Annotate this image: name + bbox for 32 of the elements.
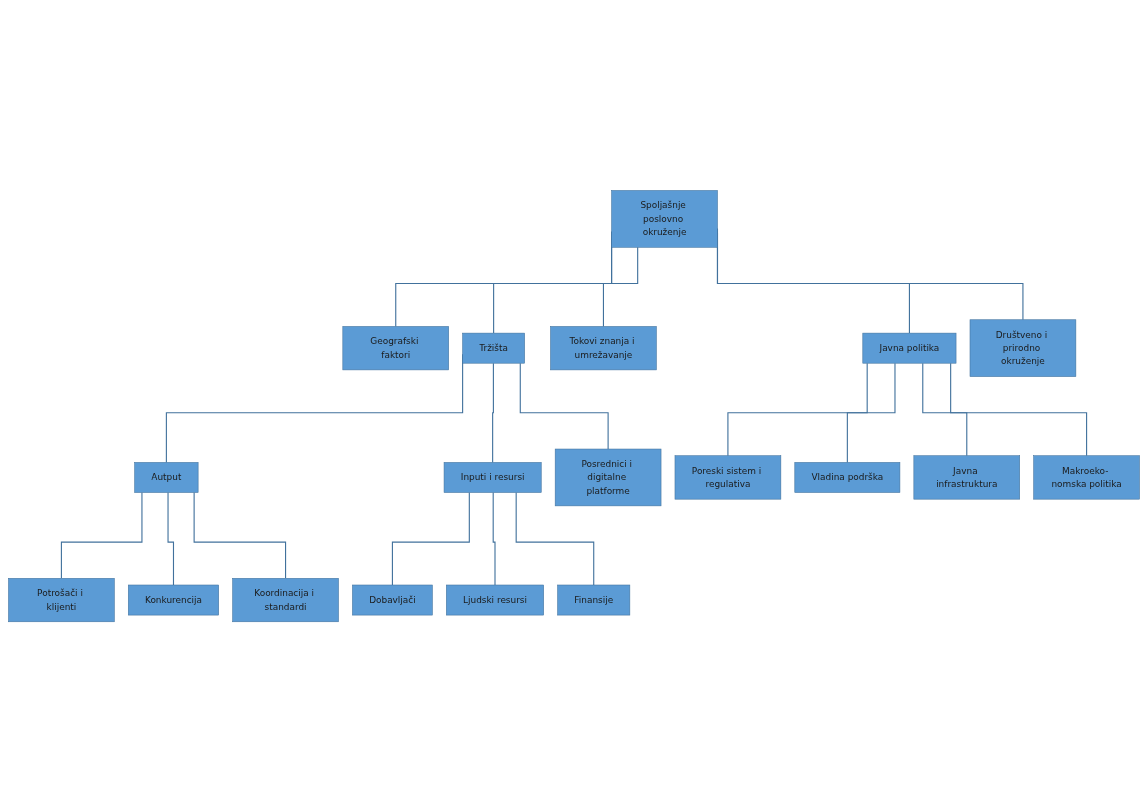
- connector: [391, 491, 470, 586]
- connector: [515, 491, 595, 586]
- node-box: Spoljašnje poslovno okruženje: [611, 190, 718, 248]
- node-box: Vladina podrška: [794, 462, 901, 493]
- node-box: Poreski sistem i regulativa: [674, 455, 782, 500]
- connector: [846, 362, 896, 463]
- node-box: Društveno i prirodno okruženje: [969, 319, 1077, 377]
- node-box: Inputi i resursi: [443, 462, 542, 493]
- connector: [492, 491, 496, 586]
- connector: [167, 491, 175, 586]
- connector: [727, 362, 868, 457]
- node-box: Makroeko- nomska politika: [1033, 455, 1140, 500]
- node-box: Autput: [134, 462, 199, 493]
- node-box: Posrednici i digitalne platforme: [554, 448, 662, 506]
- connector: [922, 362, 968, 457]
- node-box: Tokovi znanja i umrežavanje: [550, 326, 657, 371]
- connector: [602, 246, 639, 327]
- connector: [519, 362, 609, 450]
- node-box: Javna infrastruktura: [913, 455, 1020, 500]
- node-box: Dobavljači: [352, 584, 433, 616]
- node-box: Ljudski resursi: [446, 584, 544, 616]
- node-box: Javna politika: [862, 332, 957, 364]
- node-box: Geografski faktori: [342, 326, 449, 371]
- connector: [60, 491, 143, 579]
- node-box: Tržišta: [462, 332, 525, 364]
- node-box: Konkurencija: [128, 584, 219, 616]
- node-box: Finansije: [557, 584, 631, 616]
- node-box: Koordinacija i standardi: [232, 577, 339, 622]
- node-box: Potrošači i klijenti: [8, 577, 115, 622]
- connector: [492, 362, 494, 463]
- connector: [950, 362, 1088, 457]
- connector: [193, 491, 287, 579]
